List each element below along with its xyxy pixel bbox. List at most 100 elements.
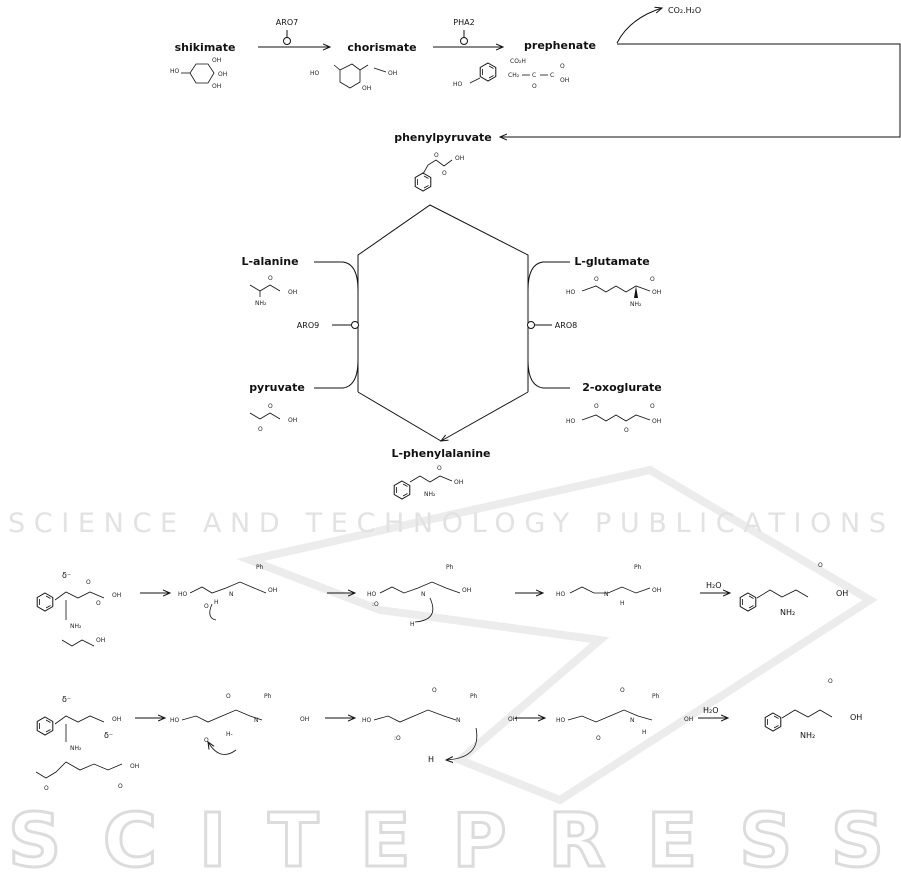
compound-2-oxoglurate: 2-oxoglurate [582, 381, 661, 394]
svg-text:O: O [434, 152, 439, 159]
svg-text:O: O [86, 579, 91, 586]
enzyme-aro7: ARO7 [276, 18, 298, 27]
svg-text:O: O [258, 426, 263, 433]
svg-text:Ph: Ph [634, 564, 642, 571]
prephenate-structure: HO CO₂H CH₂ C C O O OH [453, 58, 569, 90]
svg-text:OH: OH [652, 289, 661, 296]
decarboxylation-arrow [616, 8, 662, 44]
svg-text:N: N [229, 591, 234, 598]
svg-text:O: O [594, 403, 599, 410]
svg-text:OH: OH [288, 417, 297, 424]
compound-phenylpyruvate: phenylpyruvate [394, 131, 492, 144]
l-glutamate-structure: HO O O OH NH₂ [566, 276, 661, 308]
svg-text:C: C [532, 72, 536, 79]
svg-text:OH: OH [454, 479, 463, 486]
svg-text:OH: OH [560, 77, 569, 84]
svg-text:NH₂: NH₂ [424, 491, 436, 498]
svg-text:OH: OH [112, 716, 121, 723]
svg-text:OH: OH [212, 57, 221, 64]
svg-text:HO: HO [556, 591, 566, 598]
svg-text:HO: HO [170, 717, 180, 724]
phenylpyruvate-structure: O O OH [414, 152, 464, 192]
svg-text:H: H [410, 621, 415, 628]
mechanism-glutamate: δ⁻ δ⁻ OH NH₂ O O OH HO O O H- N Ph OH HO… [35, 678, 862, 792]
svg-text:H-: H- [226, 731, 233, 738]
svg-text:OH: OH [268, 587, 277, 594]
svg-text:NH₂: NH₂ [780, 608, 795, 617]
compound-pyruvate: pyruvate [249, 381, 305, 394]
svg-text:OH: OH [652, 418, 661, 425]
svg-text:δ⁻: δ⁻ [62, 571, 71, 580]
svg-text:HO: HO [566, 289, 576, 296]
reaction-arrow-3 [500, 43, 901, 137]
svg-text:OH: OH [836, 589, 848, 598]
svg-text:CH₂: CH₂ [508, 72, 520, 79]
compound-chorismate: chorismate [347, 41, 416, 54]
svg-text:CO₂H: CO₂H [510, 58, 526, 65]
svg-text:H: H [642, 729, 647, 736]
svg-text:Ph: Ph [652, 693, 660, 700]
svg-text:N: N [456, 717, 461, 724]
enzyme-aro9: ARO9 [297, 321, 319, 330]
svg-text:HO: HO [453, 81, 463, 88]
svg-text:H₂O: H₂O [706, 581, 722, 590]
svg-text:O: O [596, 735, 601, 742]
catalysis-icon [351, 321, 359, 329]
svg-text:O: O [532, 83, 537, 90]
compound-l-phenylalanine: L-phenylalanine [391, 447, 490, 460]
mechanism-alanine: δ⁻ O O OH NH₂ OH HO N O H Ph OH HO N :O … [36, 562, 848, 647]
svg-text:O: O [118, 783, 123, 790]
svg-text:O: O [442, 170, 447, 177]
svg-text:O: O [432, 687, 437, 694]
svg-text:O: O [268, 403, 273, 410]
shikimate-structure: HO OH OH OH [170, 57, 227, 90]
svg-text:OH: OH [388, 70, 397, 77]
enzyme-pha2: PHA2 [453, 18, 474, 27]
l-alanine-structure: O OH NH₂ [249, 275, 297, 307]
svg-text:HO: HO [566, 418, 576, 425]
svg-text:H₂O: H₂O [703, 706, 719, 715]
svg-text:O: O [650, 276, 655, 283]
svg-text:OH: OH [652, 587, 661, 594]
watermark: SCIENCE AND TECHNOLOGY PUBLICATIONS SCIT… [7, 465, 888, 886]
svg-text:NH₂: NH₂ [800, 731, 815, 740]
byproduct-co2-h2o: CO₂.H₂O [668, 6, 701, 15]
compound-prephenate: prephenate [524, 39, 596, 52]
svg-text:OH: OH [300, 716, 309, 723]
svg-text:OH: OH [96, 637, 105, 644]
svg-text:O: O [818, 562, 823, 569]
transamination-cycle: L-alanine O OH NH₂ ARO9 pyruvate O O OH … [241, 204, 662, 500]
compound-shikimate: shikimate [175, 41, 236, 54]
svg-text:Ph: Ph [264, 693, 272, 700]
pyruvate-structure: O O OH [249, 403, 297, 433]
svg-text:H: H [428, 755, 434, 764]
svg-text::O: :O [394, 735, 401, 742]
svg-text:OH: OH [212, 83, 221, 90]
svg-text:H: H [214, 599, 219, 606]
svg-text:HO: HO [362, 717, 372, 724]
svg-text:O: O [620, 687, 625, 694]
svg-text:O: O [96, 600, 101, 607]
svg-text:NH₂: NH₂ [70, 745, 82, 752]
svg-text:OH: OH [508, 716, 517, 723]
watermark-title: SCITEPRESS [8, 798, 888, 884]
svg-text:Ph: Ph [256, 564, 264, 571]
svg-text:O: O [624, 427, 629, 434]
svg-text:O: O [828, 678, 833, 685]
svg-text:OH: OH [130, 763, 139, 770]
catalysis-icon [283, 37, 291, 45]
svg-text:N: N [254, 717, 259, 724]
svg-text:H: H [620, 600, 625, 607]
top-pathway: shikimate HO OH OH OH ARO7 chorismate HO… [170, 6, 901, 192]
svg-text:NH₂: NH₂ [630, 301, 642, 308]
svg-text:δ⁻: δ⁻ [104, 731, 113, 740]
svg-text:O: O [437, 465, 442, 472]
svg-text:OH: OH [112, 592, 121, 599]
svg-text:O: O [650, 403, 655, 410]
compound-l-alanine: L-alanine [241, 255, 298, 268]
watermark-logo [236, 465, 878, 805]
svg-text:N: N [630, 717, 635, 724]
l-phenylalanine-structure: O OH NH₂ [393, 465, 463, 500]
svg-text:OH: OH [684, 716, 693, 723]
